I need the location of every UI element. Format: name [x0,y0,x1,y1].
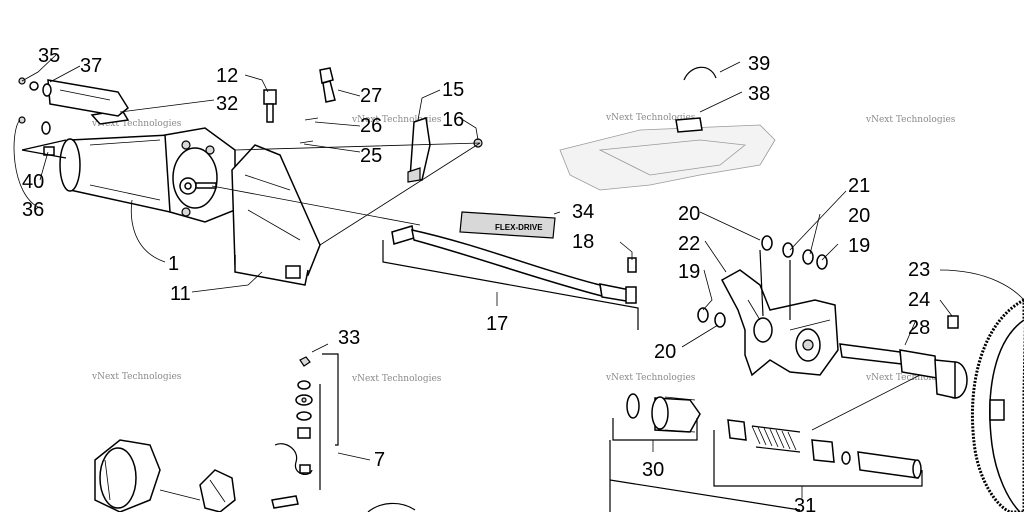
gear-housing [720,269,839,377]
callout-21: 21 [848,175,870,197]
watermark: vNext Technologies [351,374,442,384]
clutch-parts [94,439,416,513]
callout-labels: 35 37 32 12 27 26 25 15 16 40 36 1 11 34… [22,45,930,517]
callout-22: 22 [678,233,700,255]
callout-33: 33 [338,327,360,349]
callout-20-top: 20 [678,203,700,225]
callout-15: 15 [442,79,464,101]
callout-28: 28 [908,317,930,339]
callout-18: 18 [572,231,594,253]
flex-drive-decal: FLEX-DRIVE [459,211,556,239]
flex-drive-cable [391,225,637,304]
ring-gear [939,269,1024,514]
callout-38: 38 [748,83,770,105]
callout-20-bottom: 20 [654,341,676,363]
callout-40: 40 [22,171,44,193]
washers [681,190,847,348]
hardware-left [18,77,67,159]
body-panel-ghost [559,61,776,191]
callout-25: 25 [360,145,382,167]
watermark: vNext Technologies [91,372,182,382]
callout-17: 17 [486,313,508,335]
callout-37: 37 [80,55,102,77]
callout-36: 36 [22,199,44,221]
watermarks: vNext Technologies vNext Technologies vN… [91,113,956,384]
callout-34: 34 [572,201,594,223]
spring-kit [609,374,923,512]
callout-30: 30 [642,459,664,481]
watermark: vNext Technologies [351,115,442,125]
leader-lines-left [13,53,639,330]
starter-shaft [839,299,968,399]
watermark: vNext Technologies [605,113,696,123]
callout-7: 7 [374,449,385,471]
mounting-plate [47,79,129,117]
callout-12: 12 [216,65,238,87]
callout-31: 31 [794,495,816,512]
callout-1: 1 [168,253,179,275]
callout-20-right: 20 [848,205,870,227]
callout-35: 35 [38,45,60,67]
callout-26: 26 [360,115,382,137]
lower-hardware [274,343,371,490]
callout-24: 24 [908,289,930,311]
callout-23: 23 [908,259,930,281]
callout-19-left: 19 [678,261,700,283]
watermark: vNext Technologies [605,373,696,383]
callout-16: 16 [442,109,464,131]
watermark: vNext Technologies [865,373,956,383]
callout-19-right: 19 [848,235,870,257]
callout-11: 11 [170,283,191,305]
watermark: vNext Technologies [865,115,956,125]
callout-32: 32 [216,93,238,115]
decal-text: FLEX-DRIVE [495,223,543,232]
callout-27: 27 [360,85,382,107]
drive-pinion [612,393,701,452]
bolts-top [263,67,336,144]
watermark: vNext Technologies [91,119,182,129]
callout-39: 39 [748,53,770,75]
starter-bracket [231,144,321,286]
